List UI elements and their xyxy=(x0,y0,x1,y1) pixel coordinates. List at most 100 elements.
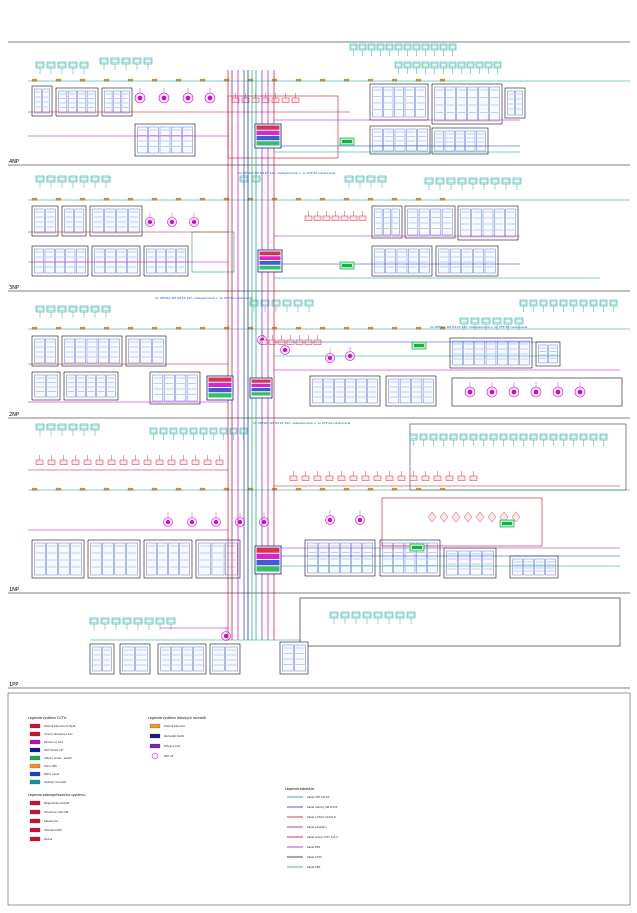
junction-stub xyxy=(439,326,446,330)
outlet-face xyxy=(374,613,382,617)
outlet-tile xyxy=(79,305,89,313)
legend-data-item-label: WiFi AP xyxy=(164,754,174,758)
ezs-device xyxy=(385,475,394,481)
outlet-face xyxy=(111,59,119,63)
junction-stub xyxy=(415,326,422,330)
junction-stub xyxy=(343,487,350,491)
room-cabinet xyxy=(109,338,120,364)
ezs-device xyxy=(349,215,358,221)
ezs-device xyxy=(325,475,334,481)
outlet-face xyxy=(283,301,291,305)
legend-data-item-swatch xyxy=(151,752,159,760)
junction-stub xyxy=(103,197,110,201)
outlet-tile xyxy=(35,423,45,431)
junction-stub xyxy=(415,197,422,201)
outlet-face xyxy=(144,59,152,63)
floor-label-1pp: 1PP xyxy=(9,682,18,688)
camera-lens xyxy=(147,219,153,225)
outlet-tile xyxy=(143,57,153,65)
room-cabinet xyxy=(46,374,58,398)
room-cabinet xyxy=(356,378,367,404)
outlet-face xyxy=(471,319,479,323)
room-cabinet xyxy=(396,248,408,274)
outlet-face xyxy=(230,429,237,433)
ezs-device xyxy=(271,97,280,103)
outlet-tile xyxy=(479,177,489,185)
room-cabinet xyxy=(156,248,166,274)
room-cabinet xyxy=(374,248,385,274)
access-reader xyxy=(451,511,461,523)
outlet-face xyxy=(363,613,371,617)
room-cabinet xyxy=(441,208,453,236)
room-cabinet xyxy=(340,542,351,574)
room-cabinet xyxy=(102,646,112,672)
camera-lens xyxy=(261,519,267,525)
room-cabinet xyxy=(225,646,238,672)
junction-stub xyxy=(151,326,158,330)
room-cabinet xyxy=(76,248,86,274)
outlet-face xyxy=(422,45,429,49)
ezs-device xyxy=(291,97,300,103)
room-cabinet xyxy=(393,542,404,574)
outlet-face xyxy=(395,45,402,49)
outlet-face xyxy=(467,63,474,67)
outlet-face xyxy=(250,301,258,305)
outlet-tile xyxy=(282,299,292,307)
outlet-face xyxy=(440,435,447,439)
junction-stub xyxy=(319,487,326,491)
outlet-face xyxy=(170,429,177,433)
legend-cable-item-label: Kabel KNX xyxy=(307,865,321,869)
room-cabinet xyxy=(367,378,378,404)
junction-stub xyxy=(439,197,446,201)
room-cabinet xyxy=(538,344,548,364)
outlet-face xyxy=(294,301,302,305)
camera-lens xyxy=(533,389,539,395)
outlet-face xyxy=(520,301,527,305)
room-cabinet xyxy=(374,208,383,236)
outlet-face xyxy=(449,63,456,67)
room-cabinet xyxy=(211,542,225,576)
outlet-tile xyxy=(57,305,67,313)
room-cabinet xyxy=(70,542,82,576)
legend-data-item-swatch xyxy=(149,723,161,729)
room-cabinet xyxy=(146,248,156,274)
room-cabinet xyxy=(512,558,523,576)
room-cabinet xyxy=(345,378,356,404)
room-cabinet xyxy=(482,550,494,576)
ezs-device xyxy=(313,215,322,221)
legend-cctv-item-swatch xyxy=(29,731,41,737)
outlet-face xyxy=(470,435,477,439)
cable-routes xyxy=(28,70,630,641)
junction-stub xyxy=(199,197,206,201)
outlet-face xyxy=(476,63,483,67)
room-cabinet xyxy=(485,340,497,366)
junction-stub xyxy=(127,78,134,82)
junction-stub xyxy=(391,487,398,491)
rack-unit xyxy=(256,130,280,135)
zone-outline-4np xyxy=(227,95,339,159)
room-cabinet xyxy=(323,378,334,404)
junction-stub xyxy=(103,487,110,491)
room-cabinet xyxy=(548,344,558,364)
rack-unit xyxy=(251,383,271,387)
outlet-face xyxy=(460,319,468,323)
legend-data-item-swatch xyxy=(149,733,161,739)
outlet-face xyxy=(58,307,66,311)
rack-unit xyxy=(256,141,280,146)
room-cabinet xyxy=(44,248,55,274)
junction-stub xyxy=(271,326,278,330)
room-cabinet xyxy=(445,86,456,122)
outlet-face xyxy=(600,301,607,305)
junction-stub xyxy=(439,78,446,82)
outlet-face xyxy=(102,307,110,311)
ezs-device xyxy=(119,459,128,465)
room-cabinet xyxy=(372,128,383,152)
outlet-tile xyxy=(79,175,89,183)
outlet-face xyxy=(431,45,438,49)
outlet-tile xyxy=(79,61,89,69)
outlet-tile xyxy=(366,175,376,183)
outlet-tile xyxy=(57,61,67,69)
legend-frame xyxy=(7,692,631,906)
outlet-face xyxy=(134,619,142,623)
room-cabinet xyxy=(446,550,458,576)
